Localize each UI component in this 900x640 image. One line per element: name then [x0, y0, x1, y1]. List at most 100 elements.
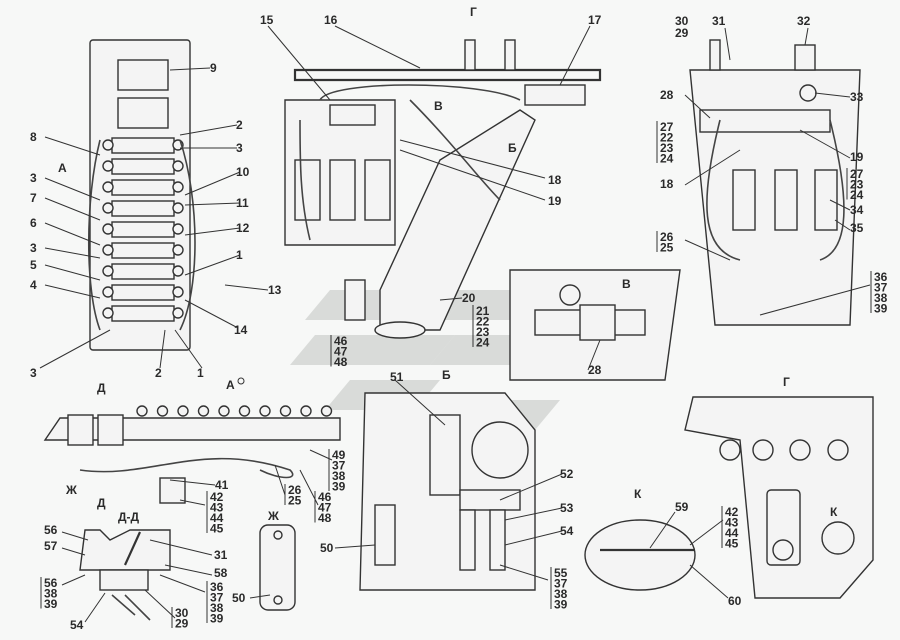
fuse-terminal: [102, 265, 114, 277]
view-label-zh: Ж: [267, 509, 279, 523]
view-label-v: В: [622, 277, 631, 291]
view-k-detail: [584, 519, 696, 591]
callout-number: 36: [210, 580, 224, 594]
view-g-panel: [684, 396, 874, 599]
callout-number: 21: [476, 304, 490, 318]
fuse-terminal: [102, 244, 114, 256]
callout-number: 19: [850, 150, 864, 164]
callout-number: 42: [210, 490, 224, 504]
callout-number: 8: [30, 130, 37, 144]
callout-number: 38: [554, 587, 568, 601]
callout-number: 39: [874, 302, 888, 316]
callout-number: 49: [332, 448, 346, 462]
fuse: [111, 158, 175, 175]
callout-number: 58: [214, 566, 228, 580]
callout-number: 20: [462, 291, 476, 305]
view-label-a: А: [226, 378, 235, 392]
callout-number: 25: [288, 494, 302, 508]
fuse-terminal: [102, 160, 114, 172]
callout-number: 30: [675, 14, 689, 28]
callout-number: 34: [850, 203, 864, 217]
view-v-detail: [509, 269, 681, 381]
view-label-g: Г: [783, 375, 790, 389]
callout-number: 23: [660, 141, 674, 155]
callout-number: 38: [874, 291, 888, 305]
callout-number: 47: [318, 501, 332, 515]
fuse-holder-knob: [259, 405, 271, 417]
fuse: [111, 263, 175, 280]
callout-number: 1: [197, 366, 204, 380]
callout-number: 6: [30, 216, 37, 230]
fuse-terminal: [102, 223, 114, 235]
callout-number: 39: [210, 612, 224, 626]
callout-number: 29: [675, 26, 689, 40]
callout-number: 38: [44, 587, 58, 601]
fuse-holder-knob: [197, 405, 210, 417]
callout-number: 39: [44, 597, 58, 611]
view-label-d-d: Д-Д: [118, 510, 140, 524]
callout-number: 22: [660, 131, 674, 145]
callout-number: 56: [44, 576, 58, 590]
fuse-holder-knob: [279, 405, 292, 417]
callout-number: 2: [155, 366, 162, 380]
callout-number: 45: [725, 537, 739, 551]
callout-number: 13: [268, 283, 282, 297]
callout-number: 24: [850, 188, 864, 202]
fuse: [111, 305, 175, 322]
callout-number: 52: [560, 467, 574, 481]
callout-number: 28: [588, 363, 602, 377]
callout-number: 10: [236, 165, 250, 179]
callout-number: 48: [334, 355, 348, 369]
callout-number: 24: [660, 152, 674, 166]
fuse-panel-side-view: [43, 405, 341, 504]
callout-number: 22: [476, 315, 490, 329]
callout-number: 37: [210, 591, 224, 605]
callout-number: 47: [334, 345, 348, 359]
callout-number: 37: [554, 577, 568, 591]
callout-number: 35: [850, 221, 864, 235]
fuse: [111, 179, 175, 196]
fuse-holder-knob: [300, 405, 312, 417]
fuse-terminal: [172, 202, 184, 214]
callout-number: 57: [44, 539, 58, 553]
section-d-d: [79, 529, 171, 621]
fuse-terminal: [172, 244, 184, 256]
callout-number: 43: [210, 501, 224, 515]
view-label-d-arrow: Д: [97, 381, 106, 395]
fuse-holder-knob: [320, 405, 333, 417]
fuse: [111, 200, 175, 217]
callout-number: 59: [675, 500, 689, 514]
fuse-panel-view-a: [87, 39, 196, 351]
fuse: [111, 221, 175, 238]
fuse-terminal: [172, 160, 184, 172]
callout-number: 23: [476, 325, 490, 339]
callout-number: 4: [30, 278, 37, 292]
callout-number: 36: [874, 270, 888, 284]
callout-number: 39: [554, 598, 568, 612]
fuse: [111, 137, 175, 154]
callout-number: 32: [797, 14, 811, 28]
view-label-zh-arrow: Ж: [65, 483, 77, 497]
callout-number: 17: [588, 13, 602, 27]
callout-number: 18: [548, 173, 562, 187]
callout-number: 39: [332, 480, 346, 494]
fuse-terminal: [172, 307, 184, 319]
view-label-g-arrow: Г: [470, 5, 477, 19]
callout-number: 38: [210, 601, 224, 615]
callout-number: 3: [30, 366, 37, 380]
callout-number: 23: [850, 178, 864, 192]
view-labels: А А Г В Б В Д Ж Д Д-Д Ж Б К Г К: [58, 5, 838, 524]
callout-number: 51: [390, 370, 404, 384]
view-zh-switch: [259, 524, 296, 611]
callout-number: 24: [476, 336, 490, 350]
callout-number: 43: [725, 516, 739, 530]
callout-number: 26: [288, 483, 302, 497]
callout-number: 48: [318, 511, 332, 525]
callout-number: 56: [44, 523, 58, 537]
callout-number: 37: [874, 281, 888, 295]
view-label-d-arrow-2: Д: [97, 496, 106, 510]
callout-number: 14: [234, 323, 248, 337]
callout-number: 44: [725, 526, 739, 540]
